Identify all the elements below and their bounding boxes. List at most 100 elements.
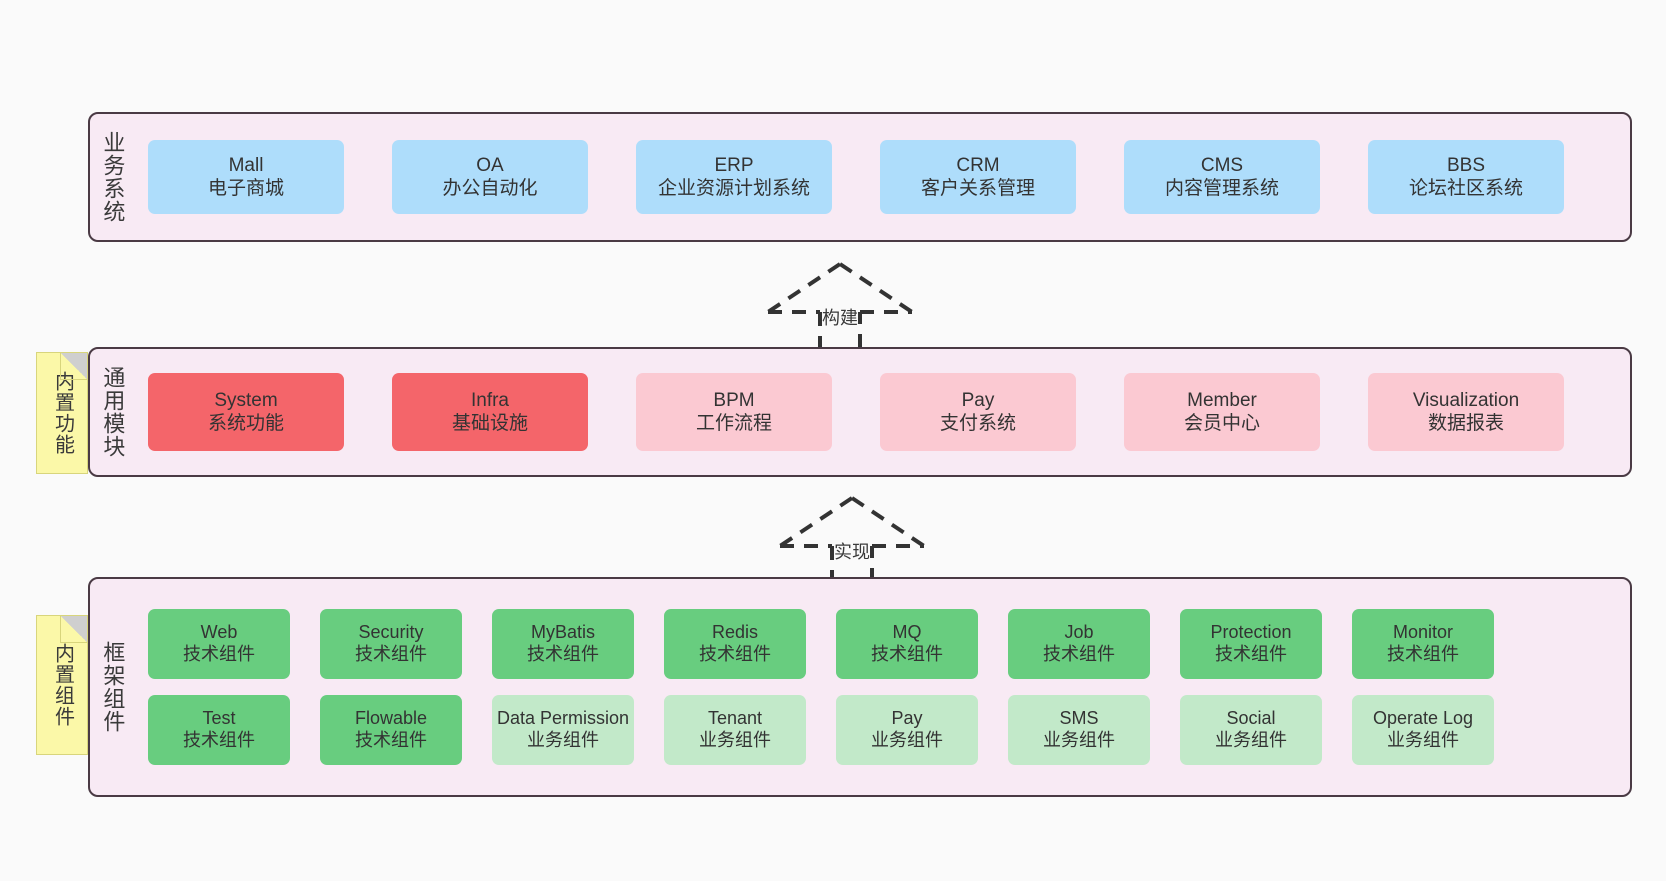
component-desc: 技术组件 [871, 644, 943, 664]
component-desc: 业务组件 [699, 730, 771, 750]
sticky-note-builtin-function: 内置功能 [36, 352, 88, 474]
module-card-bpm[interactable]: BPM 工作流程 [636, 373, 832, 451]
component-name: Protection [1210, 622, 1292, 643]
connector-label-implement: 实现 [834, 542, 870, 562]
sticky-note-builtin-component: 内置组件 [36, 615, 88, 755]
component-card-sms[interactable]: SMS 业务组件 [1008, 695, 1150, 765]
module-desc: 论坛社区系统 [1408, 178, 1523, 199]
generalization-arrow-build: 构建 [760, 258, 920, 362]
component-card-data-permission[interactable]: Data Permission 业务组件 [492, 695, 634, 765]
component-name: SMS [1059, 708, 1099, 729]
module-desc: 客户关系管理 [920, 178, 1035, 199]
module-name: CRM [956, 154, 1000, 176]
layer-body-common: System 系统功能 Infra 基础设施 BPM 工作流程 Pay 支付系统… [134, 349, 1630, 475]
module-name: Infra [470, 389, 510, 411]
component-desc: 业务组件 [1215, 730, 1287, 750]
component-desc: 业务组件 [1387, 730, 1459, 750]
generalization-arrow-implement: 实现 [772, 492, 932, 596]
component-name: Test [202, 708, 236, 729]
component-card-tenant[interactable]: Tenant 业务组件 [664, 695, 806, 765]
module-card-system[interactable]: System 系统功能 [148, 373, 344, 451]
module-name: Visualization [1412, 389, 1520, 411]
component-card-pay[interactable]: Pay 业务组件 [836, 695, 978, 765]
layer-business-system: 业务系统 Mall 电子商城 OA 办公自动化 ERP 企业资源计划系统 CRM… [88, 112, 1632, 242]
module-name: CMS [1200, 154, 1244, 176]
component-card-social[interactable]: Social 业务组件 [1180, 695, 1322, 765]
component-card-redis[interactable]: Redis 技术组件 [664, 609, 806, 679]
sticky-note-label: 内置组件 [51, 643, 74, 727]
layer-row: Mall 电子商城 OA 办公自动化 ERP 企业资源计划系统 CRM 客户关系… [148, 140, 1616, 214]
layer-row: Test 技术组件 Flowable 技术组件 Data Permission … [148, 695, 1616, 765]
component-name: Data Permission [496, 708, 630, 729]
component-card-job[interactable]: Job 技术组件 [1008, 609, 1150, 679]
module-desc: 工作流程 [695, 413, 772, 434]
module-desc: 会员中心 [1183, 413, 1260, 434]
module-desc: 办公自动化 [442, 178, 538, 199]
component-desc: 技术组件 [355, 730, 427, 750]
module-name: BPM [713, 389, 755, 411]
layer-title-business: 业务系统 [100, 131, 126, 223]
component-desc: 技术组件 [183, 644, 255, 664]
component-card-protection[interactable]: Protection 技术组件 [1180, 609, 1322, 679]
sticky-note-label: 内置功能 [51, 371, 74, 455]
component-desc: 技术组件 [1043, 644, 1115, 664]
module-name: OA [476, 154, 504, 176]
module-card-erp[interactable]: ERP 企业资源计划系统 [636, 140, 832, 214]
module-card-crm[interactable]: CRM 客户关系管理 [880, 140, 1076, 214]
module-card-visualization[interactable]: Visualization 数据报表 [1368, 373, 1564, 451]
dashed-arrow-up-icon [766, 262, 914, 360]
component-card-mq[interactable]: MQ 技术组件 [836, 609, 978, 679]
component-desc: 业务组件 [871, 730, 943, 750]
component-desc: 技术组件 [699, 644, 771, 664]
dashed-arrow-up-icon [778, 496, 926, 594]
component-desc: 业务组件 [527, 730, 599, 750]
module-name: ERP [714, 154, 754, 176]
component-name: Pay [891, 708, 923, 729]
component-desc: 技术组件 [1215, 644, 1287, 664]
module-card-cms[interactable]: CMS 内容管理系统 [1124, 140, 1320, 214]
component-card-test[interactable]: Test 技术组件 [148, 695, 290, 765]
module-name: Mall [228, 154, 264, 176]
module-name: Member [1187, 389, 1257, 411]
module-desc: 支付系统 [939, 413, 1016, 434]
component-desc: 技术组件 [527, 644, 599, 664]
module-card-pay[interactable]: Pay 支付系统 [880, 373, 1076, 451]
connector-label-build: 构建 [822, 308, 858, 328]
module-desc: 数据报表 [1427, 413, 1504, 434]
component-name: Tenant [707, 708, 763, 729]
layer-framework-component: 框架组件 Web 技术组件 Security 技术组件 MyBatis 技术组件… [88, 577, 1632, 797]
component-name: Monitor [1392, 622, 1454, 643]
component-desc: 技术组件 [355, 644, 427, 664]
layer-row: Web 技术组件 Security 技术组件 MyBatis 技术组件 Redi… [148, 609, 1616, 679]
component-name: Redis [711, 622, 759, 643]
layer-body-business: Mall 电子商城 OA 办公自动化 ERP 企业资源计划系统 CRM 客户关系… [134, 114, 1630, 240]
layer-title-common: 通用模块 [100, 366, 126, 458]
component-name: MyBatis [530, 622, 595, 643]
component-name: MQ [892, 622, 922, 643]
module-card-infra[interactable]: Infra 基础设施 [392, 373, 588, 451]
component-card-monitor[interactable]: Monitor 技术组件 [1352, 609, 1494, 679]
component-name: Security [358, 622, 424, 643]
component-card-web[interactable]: Web 技术组件 [148, 609, 290, 679]
module-card-mall[interactable]: Mall 电子商城 [148, 140, 344, 214]
module-card-oa[interactable]: OA 办公自动化 [392, 140, 588, 214]
module-desc: 系统功能 [207, 413, 284, 434]
module-desc: 企业资源计划系统 [657, 178, 810, 199]
module-name: Pay [961, 389, 995, 411]
module-name: BBS [1446, 154, 1486, 176]
component-card-security[interactable]: Security 技术组件 [320, 609, 462, 679]
module-desc: 内容管理系统 [1164, 178, 1279, 199]
module-card-member[interactable]: Member 会员中心 [1124, 373, 1320, 451]
component-card-mybatis[interactable]: MyBatis 技术组件 [492, 609, 634, 679]
component-name: Flowable [354, 708, 428, 729]
component-card-operate-log[interactable]: Operate Log 业务组件 [1352, 695, 1494, 765]
component-name: Job [1064, 622, 1094, 643]
component-card-flowable[interactable]: Flowable 技术组件 [320, 695, 462, 765]
module-card-bbs[interactable]: BBS 论坛社区系统 [1368, 140, 1564, 214]
component-desc: 技术组件 [1387, 644, 1459, 664]
component-name: Operate Log [1372, 708, 1474, 729]
module-name: System [214, 389, 278, 411]
module-desc: 基础设施 [451, 413, 528, 434]
layer-row: System 系统功能 Infra 基础设施 BPM 工作流程 Pay 支付系统… [148, 373, 1616, 451]
layer-common-module: 通用模块 System 系统功能 Infra 基础设施 BPM 工作流程 Pay… [88, 347, 1632, 477]
